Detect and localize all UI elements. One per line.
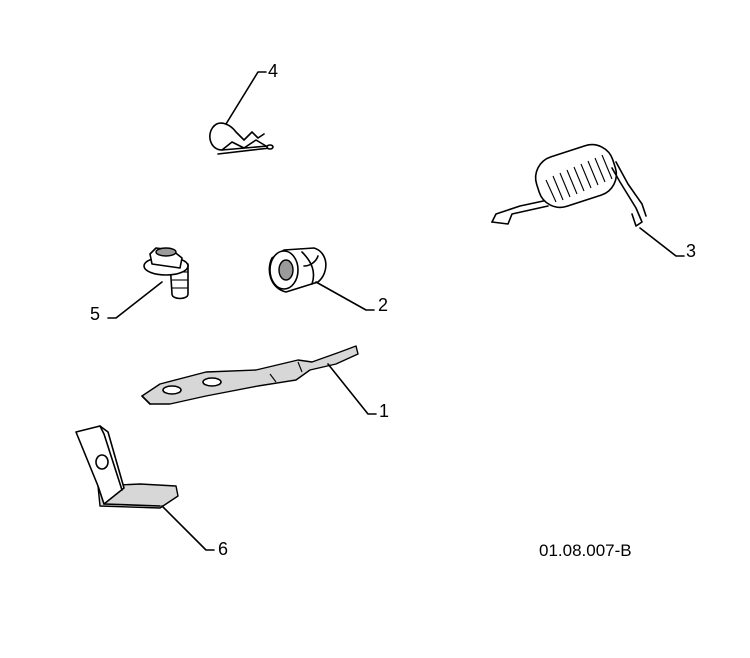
drawing-code: 01.08.007-B — [539, 541, 632, 560]
callout-4: 4 — [268, 61, 279, 81]
callout-2: 2 — [378, 295, 389, 315]
leader-line-2 — [315, 281, 375, 311]
leader-line-4 — [225, 71, 267, 125]
spring-part — [491, 143, 647, 227]
flange-bolt-part — [143, 247, 189, 300]
leader-line-3 — [639, 227, 685, 257]
lever-plate-part — [141, 345, 359, 405]
hairpin-clip-part — [209, 122, 274, 155]
callout-6: 6 — [218, 539, 229, 559]
callout-3: 3 — [686, 241, 697, 261]
callout-5: 5 — [90, 304, 101, 324]
bushing-part — [268, 247, 327, 293]
leader-line-6 — [161, 505, 215, 551]
callout-1: 1 — [379, 401, 390, 421]
leader-line-1 — [327, 363, 377, 415]
leader-line-5 — [107, 281, 163, 319]
angle-bracket-part — [75, 425, 179, 509]
